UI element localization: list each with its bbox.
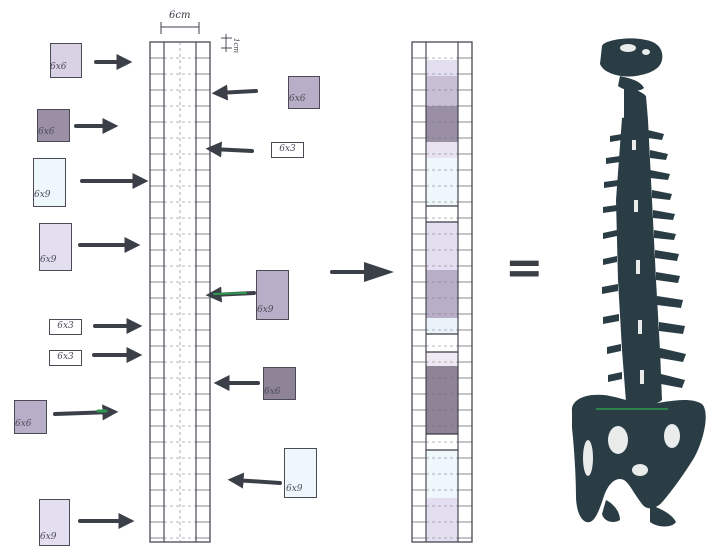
fill-bottom-light — [426, 498, 458, 542]
block-6x3: 6x3 — [271, 142, 304, 158]
fill-6x6-mid — [426, 76, 458, 106]
block-label: 6x9 — [34, 190, 51, 200]
arrow-left-icon — [218, 91, 256, 93]
fill-6x6-dark — [426, 106, 458, 142]
block-label: 6x9 — [40, 255, 57, 265]
arrow-left-icon — [234, 480, 280, 483]
block-6x3: 6x3 — [49, 319, 82, 335]
fill-bottom-paleblue — [426, 450, 458, 498]
arrow-left-icon — [212, 149, 252, 151]
fill-mid-light — [426, 222, 458, 270]
block-6x3: 6x3 — [49, 350, 82, 366]
block-6x6 — [37, 109, 70, 142]
tick-label: 1cm — [232, 38, 240, 53]
block-label: 6x6 — [38, 127, 55, 137]
block-label: 6x9 — [286, 484, 303, 494]
width-dimension-marker — [161, 22, 199, 34]
fill-6x3-light — [426, 142, 458, 158]
fill-low-dark — [426, 366, 458, 434]
block-6x6 — [50, 43, 82, 78]
width-label: 6cm — [169, 10, 190, 21]
filled-strip — [412, 42, 472, 542]
block-label: 6x9 — [257, 305, 274, 315]
equals-sign: = — [505, 244, 544, 290]
fill-6x6-light — [426, 60, 458, 76]
block-label: 6x6 — [50, 62, 67, 72]
tick-dimension-marker — [221, 34, 232, 52]
green-accent-mark — [214, 293, 246, 294]
block-6x6 — [288, 76, 320, 109]
empty-strip-grid — [150, 58, 210, 538]
block-label: 6x6 — [15, 419, 32, 429]
fill-low-light — [426, 352, 458, 366]
block-label: 6x6 — [264, 387, 281, 397]
fill-mid-mid — [426, 270, 458, 318]
block-label: 6x6 — [289, 94, 306, 104]
block-label: 6x9 — [40, 532, 57, 542]
empty-strip — [150, 42, 210, 542]
fill-mid-pale — [426, 318, 458, 334]
big-arrow-icon — [332, 262, 394, 282]
fill-6x9-paleblue — [426, 158, 458, 206]
